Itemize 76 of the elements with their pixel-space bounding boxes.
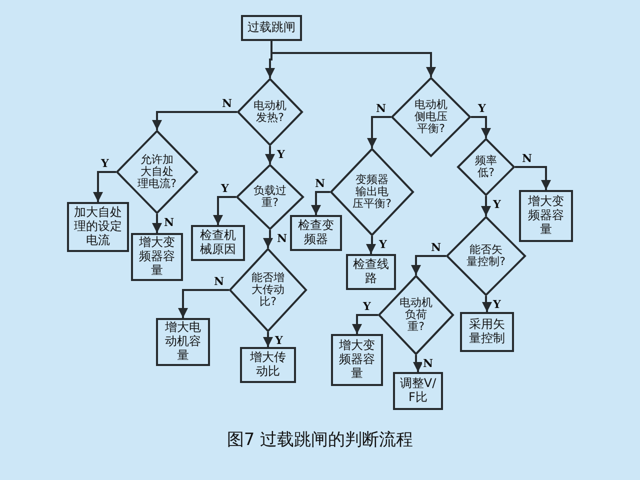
decision-diamond — [457, 138, 515, 196]
process-box — [240, 347, 296, 383]
process-box — [331, 334, 383, 386]
process-text: 检查机械原因 — [199, 229, 237, 257]
decision-text: 能否增大传动比? — [250, 272, 286, 308]
edge-label: Y — [492, 199, 502, 210]
edge-label: Y — [274, 335, 284, 346]
arrow — [265, 146, 275, 164]
process-box — [393, 372, 443, 410]
arrow — [213, 196, 236, 225]
arrow — [152, 111, 237, 130]
process-box — [460, 312, 514, 352]
arrow — [482, 296, 492, 312]
edge-label: N — [430, 242, 442, 253]
process-text: 检查变频器 — [297, 219, 335, 247]
decision-diamond — [237, 78, 303, 146]
arrow — [352, 314, 378, 334]
edge-label: Y — [477, 103, 487, 114]
decision-diamond — [378, 275, 454, 355]
decision-text: 能否矢量控制? — [466, 244, 506, 268]
arrow — [471, 116, 491, 138]
edge-label: N — [422, 358, 434, 369]
edge-label: Y — [276, 149, 286, 160]
edge-label: N — [276, 233, 288, 244]
edge-label: Y — [100, 158, 110, 169]
process-text: 调整V/F比 — [399, 377, 437, 405]
decision-text: 电动机负荷重? — [398, 296, 434, 334]
process-box — [191, 225, 245, 261]
arrow — [270, 41, 436, 77]
edge-label: Y — [362, 301, 372, 312]
process-box — [131, 233, 183, 281]
edge-label: Y — [220, 183, 230, 194]
process-box — [519, 190, 573, 242]
process-box — [156, 318, 210, 366]
process-text: 增大变频器容量 — [138, 236, 176, 278]
process-text: 增大传动比 — [249, 351, 287, 379]
edge-label: N — [521, 153, 534, 164]
arrow — [367, 116, 391, 148]
decision-diamond — [446, 216, 526, 296]
process-text: 增大电动机容量 — [164, 321, 202, 363]
figure-caption: 图7 过载跳闸的判断流程 — [226, 430, 414, 450]
arrow — [515, 166, 551, 190]
arrow — [311, 191, 330, 215]
process-text: 采用矢量控制 — [468, 318, 506, 346]
decision-text: 频率低? — [474, 154, 498, 180]
decision-text: 电动机侧电压平衡? — [414, 98, 448, 136]
decision-text: 电动机发热? — [254, 100, 286, 124]
arrow — [411, 255, 446, 275]
process-text: 增大变频器容量 — [338, 339, 376, 381]
arrow — [366, 236, 376, 254]
process-text: 检查线路 — [352, 258, 390, 286]
arrow — [413, 355, 423, 372]
arrow — [93, 171, 116, 202]
edge-label: N — [375, 103, 388, 114]
decision-text: 变频器输出电压平衡? — [352, 174, 392, 210]
arrow — [178, 289, 229, 318]
process-box — [241, 15, 302, 41]
process-text: 加大自处理的设定电流 — [73, 206, 123, 248]
process-box — [346, 254, 396, 290]
arrow — [263, 230, 273, 248]
process-box — [67, 202, 129, 252]
process-text: 增大变频器容量 — [527, 195, 565, 237]
decision-text: 允许加大自处理电流? — [136, 154, 178, 190]
arrow — [152, 214, 162, 233]
arrow — [481, 196, 491, 216]
decision-diamond — [391, 77, 471, 157]
edge-label: N — [221, 98, 234, 109]
edge-label: N — [163, 217, 176, 228]
edge-label: Y — [378, 239, 388, 250]
process-box — [290, 215, 342, 251]
edge-label: N — [314, 178, 326, 189]
decision-text: 负载过重? — [253, 184, 287, 210]
process-text: 过载跳闸 — [248, 21, 296, 35]
edge-label: Y — [492, 299, 502, 310]
edge-label: N — [213, 276, 226, 287]
arrow — [263, 332, 273, 347]
